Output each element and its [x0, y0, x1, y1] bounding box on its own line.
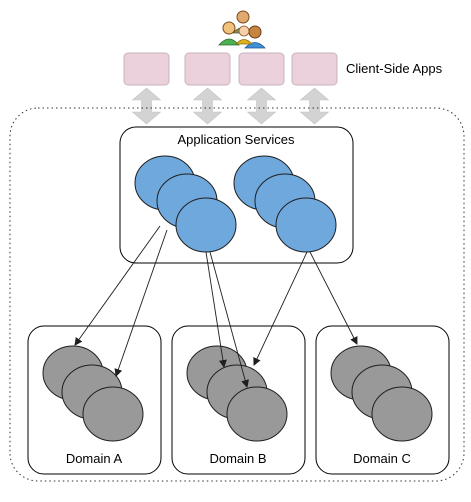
connectors-group — [131, 87, 330, 125]
app-services-label: Application Services — [177, 132, 295, 147]
dependency-arrow — [114, 229, 168, 377]
users-group-icon — [218, 10, 266, 49]
dependency-arrow — [74, 225, 161, 346]
domain-item — [371, 386, 433, 442]
domain-item — [82, 386, 144, 442]
domain-a-label: Domain A — [66, 451, 123, 466]
bidirectional-connector — [192, 87, 223, 125]
domain-c-stack — [330, 345, 433, 442]
client-apps-group — [123, 52, 338, 86]
domain-b-label: Domain B — [209, 451, 266, 466]
domain-item — [226, 386, 288, 442]
client-app-1 — [123, 52, 170, 86]
domain-c-label: Domain C — [353, 451, 411, 466]
dependency-arrows — [74, 225, 358, 388]
service-stack-right — [233, 155, 337, 253]
system-boundary — [9, 107, 465, 482]
dependency-arrow — [209, 251, 250, 388]
dependency-arrow — [309, 251, 358, 345]
client-apps-label: Client-Side Apps — [346, 61, 443, 76]
service-stack-left — [134, 155, 237, 253]
domain-a-stack — [42, 345, 144, 442]
client-app-3 — [238, 52, 285, 86]
client-app-4 — [291, 52, 338, 86]
bidirectional-connector — [131, 87, 162, 125]
service-instance — [175, 197, 237, 253]
dependency-arrow — [205, 251, 227, 368]
bidirectional-connector — [299, 87, 330, 125]
client-app-2 — [184, 52, 231, 86]
bidirectional-connector — [246, 87, 277, 125]
dependency-arrow — [253, 251, 308, 366]
service-instance — [275, 197, 337, 253]
domain-b-stack — [186, 345, 288, 442]
